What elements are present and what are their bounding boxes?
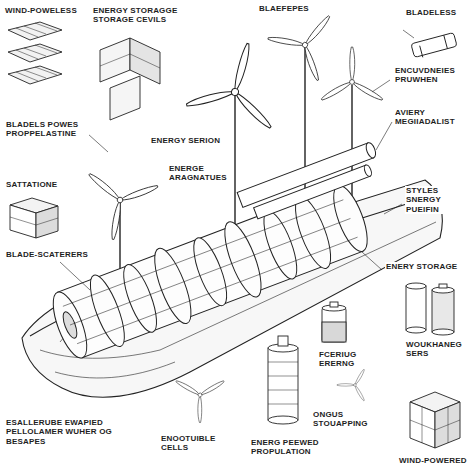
part-label: BLADELESS xyxy=(405,8,457,17)
charging-cell xyxy=(322,302,346,342)
part-label: WIND-POWERED xyxy=(398,456,468,465)
part-label: ESALLERUBE EWAPIED PELLOLAMER WUHER OG B… xyxy=(5,418,117,446)
part-label: ENOOTUIBLE CELLS xyxy=(160,434,226,453)
part-label: WOUKHANEG SERS xyxy=(405,340,467,359)
part-label: BLAEFEPES xyxy=(258,4,310,13)
part-label: BLADE-SCATERERS xyxy=(5,250,89,259)
cube-stack xyxy=(410,392,460,448)
part-label: ONGUS STOUAPPING xyxy=(312,410,380,429)
ship-hull xyxy=(22,180,442,397)
part-label: WIND-POWELESS xyxy=(4,6,78,15)
propulsion-unit xyxy=(268,336,298,424)
part-label: ENERG PEEWED PROPULATION xyxy=(250,438,328,457)
part-label: AVIERY MEGIIADALIST xyxy=(394,108,470,127)
wind-turbine xyxy=(86,0,383,424)
propulsion-cylinder xyxy=(45,177,376,367)
part-label: ENCUVDNEIES PRUWHEN xyxy=(394,66,468,85)
battery-cell xyxy=(406,283,454,335)
part-label: FCERIUG ERERNG xyxy=(318,350,368,369)
pipe-bundle xyxy=(237,141,383,222)
solar-panel xyxy=(8,22,62,84)
leader-line xyxy=(60,30,414,290)
storage-device xyxy=(411,33,457,58)
storage-cell-panel xyxy=(100,38,160,120)
battery-block xyxy=(10,198,58,238)
part-label: STYLES SNERGY PUEIFIN xyxy=(405,186,457,214)
part-label: ENERGY STORAGGE STORAGE CEVILS xyxy=(92,6,186,25)
part-label: SATTATIONE xyxy=(5,180,58,189)
part-label: ENERGY SERION xyxy=(150,136,221,145)
part-label: BLADELS POWES PROPPELASTINE xyxy=(5,120,89,139)
part-label: ENERGE ARAGNATUES xyxy=(168,164,232,183)
part-label: ENERY STORAGE xyxy=(385,262,458,271)
